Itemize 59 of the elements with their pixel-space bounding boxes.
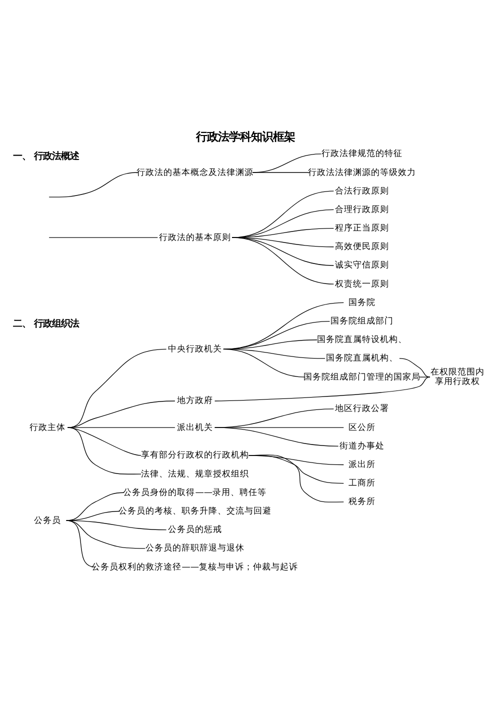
node-text: 行政法的基本原则 <box>158 232 231 242</box>
node-text: 合法行政原则 <box>335 186 390 196</box>
connector <box>223 320 330 349</box>
connector <box>419 376 430 377</box>
node-text: 公务员身份的取得——录用、聘任等 <box>123 487 266 498</box>
node-text: 地区行政公署 <box>335 404 390 414</box>
node-text: 诚实守信原则 <box>335 260 390 270</box>
node-text: 派出所 <box>348 460 376 470</box>
connector <box>232 236 334 284</box>
node-text: 街道办事处 <box>340 440 385 451</box>
connector <box>67 400 176 428</box>
node-text: 法律、法规、规章授权组织 <box>140 468 249 479</box>
connector <box>232 227 334 238</box>
connector <box>252 153 322 172</box>
node-text: 在权限范围内享用行政权 <box>430 367 485 386</box>
label: 二、 行政组织法 <box>12 318 80 329</box>
node-text: 权责统一原则 <box>335 278 390 289</box>
node-text: 区公所 <box>348 422 376 432</box>
connector <box>232 208 334 238</box>
connector <box>48 236 158 238</box>
label: 一、 行政法概述 <box>12 150 80 162</box>
connector <box>67 426 176 428</box>
node-text: 公务员的考核、职务升降、交流与回避 <box>118 506 272 516</box>
node-text: 高效便民原则 <box>335 242 390 252</box>
connector <box>214 426 344 428</box>
node-text: 行政法律规范的特征 <box>322 148 403 159</box>
node-text: 公务员的惩戒 <box>168 524 222 535</box>
connector <box>66 520 167 530</box>
node-text: 中央行政机关 <box>168 344 222 354</box>
connector <box>214 376 430 401</box>
node-text: 国务院直属特设机构、 <box>317 334 408 345</box>
node-text: 行政法的基本概念及法律渊源 <box>136 167 254 178</box>
connector <box>399 358 430 377</box>
node-text: 地方政府 <box>176 396 213 406</box>
node-text: 国务院直属机构、 <box>326 353 398 364</box>
node-text: 国务院 <box>348 297 376 308</box>
node-text: 公务员 <box>34 515 62 526</box>
node-text: 派出机关 <box>176 422 213 432</box>
node-text: 工商所 <box>348 478 376 488</box>
node-text: 国务院组成部门管理的国家局 <box>304 372 421 382</box>
connector <box>248 454 344 484</box>
connector <box>223 348 306 377</box>
node-text: 合理行政原则 <box>335 204 390 214</box>
node-text: 享有部分行政权的行政机构 <box>140 450 249 460</box>
node-text: 公务员的辞职辞退与退休 <box>145 543 244 554</box>
node-text: 程序正当原则 <box>335 223 390 234</box>
node-text: 税务所 <box>348 496 376 507</box>
node-text: 行政主体 <box>30 422 66 432</box>
diagram-title: 行政法学科知识框架 <box>196 129 296 144</box>
connector <box>223 302 344 349</box>
connector <box>66 520 96 567</box>
connector <box>48 172 138 197</box>
node-text: 行政法法律渊源的等级效力 <box>308 167 416 178</box>
connector <box>67 426 142 474</box>
connector <box>248 454 344 502</box>
connector <box>232 190 334 238</box>
node-text: 国务院组成部门 <box>330 316 394 326</box>
connector <box>214 426 339 446</box>
node-text: 公务员权利的救济途径——复核与申诉；仲裁与起诉 <box>92 562 298 572</box>
